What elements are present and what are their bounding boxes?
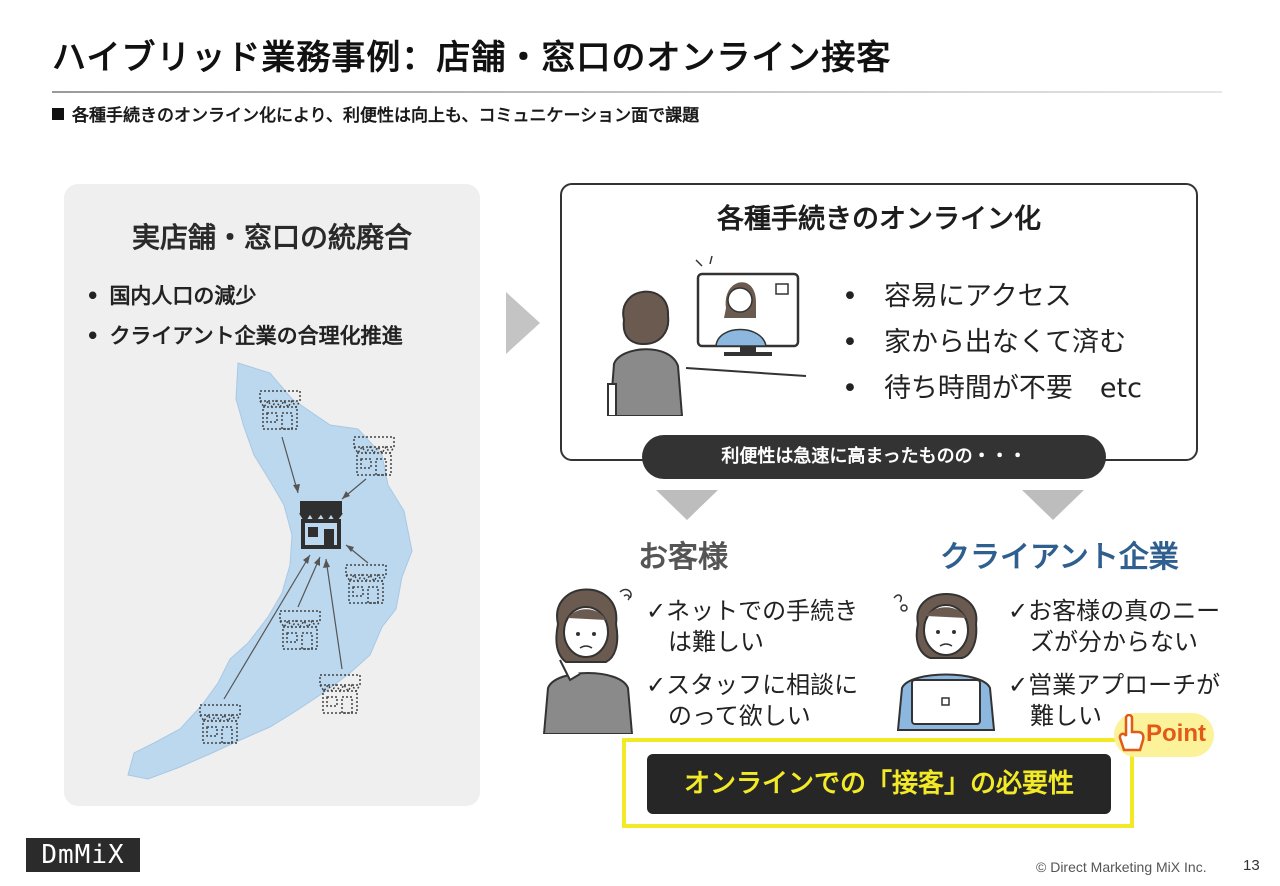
subtitle-text: 各種手続きのオンライン化により、利便性は向上も、コミュニケーション面で課題 [72, 106, 700, 126]
slide-title: ハイブリッド業務事例：店舗・窓口のオンライン接客 [52, 38, 892, 78]
square-bullet-icon [52, 108, 64, 120]
right-arrow-icon [506, 292, 540, 354]
title-divider [52, 91, 1222, 93]
convenience-pill: 利便性は急速に高まったものの・・・ [642, 435, 1106, 479]
pointing-hand-icon [1118, 714, 1145, 752]
right-bullet: 家から出なくて済む [842, 320, 1142, 366]
customer-point: ✓スタッフに相談に のって欲しい [646, 670, 858, 732]
left-bullet: クライアント企業の合理化推進 [86, 316, 402, 356]
point-line: は難しい [668, 628, 764, 656]
worried-customer-illustration [542, 588, 634, 734]
conclusion-banner: オンラインでの「接客」の必要性 [647, 754, 1111, 814]
customer-point: ✓ネットでの手続き は難しい [646, 596, 858, 658]
check-icon: ✓ [646, 597, 667, 625]
check-icon: ✓ [646, 671, 667, 699]
slide-subtitle: 各種手続きのオンライン化により、利便性は向上も、コミュニケーション面で課題 [52, 101, 699, 126]
check-icon: ✓ [1008, 671, 1029, 699]
company-logo: DmMiX [26, 838, 140, 872]
down-arrow-icon [1022, 490, 1084, 520]
point-line: 営業アプローチが [1028, 671, 1221, 699]
conclusion-highlight-box [622, 738, 1134, 828]
central-store-icon [299, 501, 343, 549]
customer-heading: お客様 [638, 540, 728, 575]
video-call-illustration [607, 255, 807, 416]
point-label: Point [1146, 720, 1206, 747]
right-panel-title: 各種手続きのオンライン化 [717, 204, 1041, 235]
right-bullet-list: 容易にアクセス 家から出なくて済む 待ち時間が不要 etc [842, 274, 1142, 412]
page-number: 13 [1243, 857, 1260, 874]
left-panel-title: 実店舗・窓口の統廃合 [131, 221, 412, 254]
point-line: のって欲しい [668, 702, 811, 730]
left-bullet-list: 国内人口の減少 クライアント企業の合理化推進 [86, 276, 403, 356]
client-point: ✓お客様の真のニー ズが分からない [1008, 596, 1220, 658]
right-bullet: 容易にアクセス [842, 274, 1142, 320]
prefecture-map-illustration [127, 362, 413, 780]
point-line: 難しい [1030, 702, 1102, 730]
point-line: スタッフに相談に [666, 671, 859, 699]
client-heading: クライアント企業 [940, 540, 1179, 575]
point-line: お客様の真のニー [1028, 597, 1221, 625]
down-arrow-icon [656, 490, 718, 520]
right-bullet: 待ち時間が不要 etc [842, 366, 1142, 412]
check-icon: ✓ [1008, 597, 1029, 625]
point-line: ネットでの手続き [666, 597, 859, 625]
copyright-text: © Direct Marketing MiX Inc. [1036, 859, 1207, 875]
client-point: ✓営業アプローチが 難しい [1008, 670, 1220, 732]
point-line: ズが分からない [1030, 628, 1198, 656]
left-bullet: 国内人口の減少 [86, 276, 403, 316]
worried-staff-with-laptop-illustration [893, 593, 996, 731]
